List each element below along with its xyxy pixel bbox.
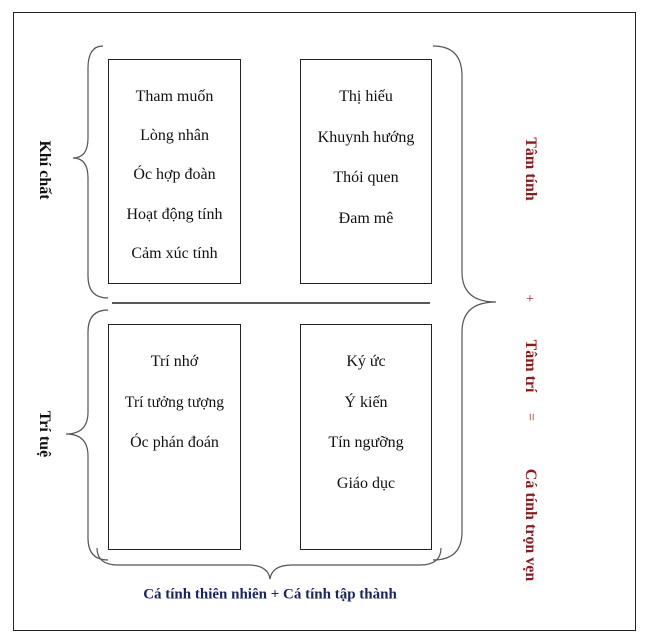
right-brace [432, 45, 497, 561]
left-bottom-brace [65, 309, 109, 561]
box-item: Lòng nhân [140, 127, 209, 145]
box-item: Ý kiến [344, 393, 388, 411]
box-item: Óc phán đoán [130, 434, 219, 451]
box-item: Tham muốn [135, 88, 214, 105]
label-tam-tri: Tâm trí [522, 339, 539, 393]
box-item: Đam mê [338, 209, 394, 227]
box-item: Hoạt động tính [126, 205, 223, 223]
box-intellect-acquired: Ký ức Ý kiến Tín ngưỡng Giáo dục [300, 324, 432, 550]
diagram-frame [13, 12, 636, 631]
label-khi-chat: Khí chất [36, 140, 53, 200]
plus-sign: + [526, 292, 534, 307]
box-item: Thị hiếu [339, 88, 393, 105]
box-item: Ký ức [346, 353, 386, 370]
box-item: Óc hợp đoàn [133, 166, 216, 184]
label-ca-tinh-tron-ven: Cá tính trọn vẹn [522, 468, 539, 582]
left-top-brace [72, 45, 109, 299]
box-item: Tín ngưỡng [328, 434, 404, 451]
box-item: Cảm xúc tính [131, 244, 218, 262]
bottom-brace [96, 547, 442, 580]
bottom-caption: Cá tính thiên nhiên + Cá tính tập thành [143, 586, 397, 603]
box-temperament-acquired: Thị hiếu Khuynh hướng Thói quen Đam mê [300, 59, 432, 284]
equals-sign: = [523, 413, 538, 421]
box-item: Thói quen [333, 169, 399, 186]
box-item: Trí tưởng tượng [125, 393, 224, 411]
box-item: Giáo dục [336, 474, 396, 492]
label-tri-tue: Trí tuệ [36, 410, 53, 458]
label-tam-tinh: Tâm tính [522, 137, 539, 201]
box-temperament-inner: Tham muốn Lòng nhân Óc hợp đoàn Hoạt độn… [108, 59, 241, 284]
box-item: Trí nhớ [150, 353, 199, 370]
box-item: Khuynh hướng [317, 128, 415, 146]
box-intellect-inner: Trí nhớ Trí tưởng tượng Óc phán đoán [108, 324, 241, 550]
